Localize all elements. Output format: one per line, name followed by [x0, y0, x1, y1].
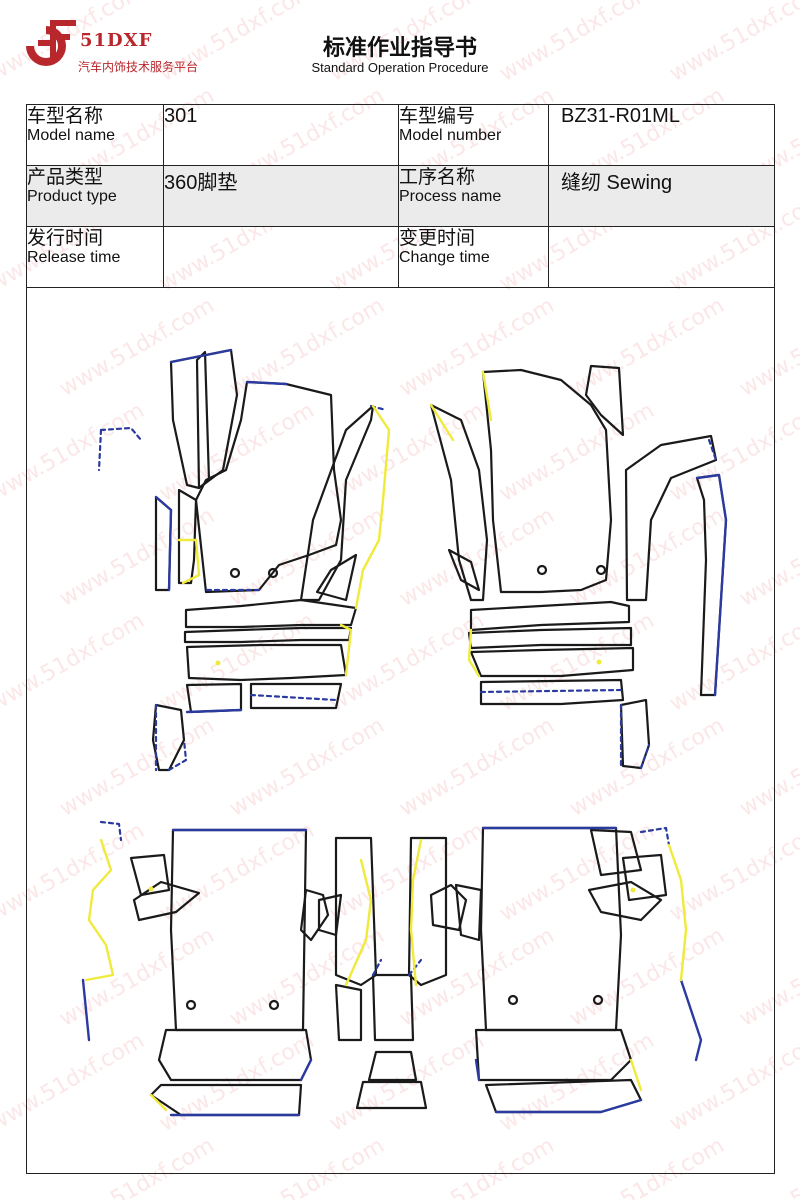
info-row: 发行时间 Release time 变更时间 Change time: [26, 226, 775, 288]
page-title: 标准作业指导书: [322, 36, 477, 61]
change-time-label-cn: 变更时间: [399, 227, 476, 249]
product-type-label: 产品类型 Product type: [26, 165, 164, 227]
change-time-label-en: Change time: [399, 249, 490, 266]
info-table: 车型名称 Model name 301 车型编号 Model number BZ…: [26, 104, 775, 288]
model-name-label: 车型名称 Model name: [26, 104, 164, 166]
model-name-value: 301: [163, 104, 399, 166]
release-time-label-en: Release time: [27, 249, 121, 266]
model-number-label: 车型编号 Model number: [398, 104, 549, 166]
model-number-label-en: Model number: [399, 127, 502, 144]
info-row: 车型名称 Model name 301 车型编号 Model number BZ…: [26, 104, 775, 166]
change-time-value: [548, 226, 775, 288]
info-row: 产品类型 Product type 360脚垫 工序名称 Process nam…: [26, 165, 775, 227]
brand-logo-icon: [26, 20, 76, 66]
release-time-value: [163, 226, 399, 288]
page-header: 51DXF 汽车内饰技术服务平台 标准作业指导书 Standard Operat…: [0, 0, 800, 100]
process-name-label-cn: 工序名称: [399, 166, 476, 188]
process-name-label-en: Process name: [399, 188, 502, 205]
process-name-value: 缝纫 Sewing: [548, 165, 775, 227]
release-time-label: 发行时间 Release time: [26, 226, 164, 288]
brand-tagline: 汽车内饰技术服务平台: [78, 60, 199, 74]
page-subtitle: Standard Operation Procedure: [311, 60, 489, 75]
product-type-value: 360脚垫: [163, 165, 399, 227]
model-number-label-cn: 车型编号: [399, 105, 476, 127]
process-name-label: 工序名称 Process name: [398, 165, 549, 227]
model-name-label-cn: 车型名称: [27, 105, 104, 127]
floor-mat-pattern-icon: [81, 348, 728, 1117]
product-type-label-en: Product type: [27, 188, 117, 205]
pattern-diagram-area: [26, 287, 775, 1174]
change-time-label: 变更时间 Change time: [398, 226, 549, 288]
product-type-label-cn: 产品类型: [27, 166, 104, 188]
model-number-value: BZ31-R01ML: [548, 104, 775, 166]
release-time-label-cn: 发行时间: [27, 227, 104, 249]
model-name-label-en: Model name: [27, 127, 116, 144]
brand-name: 51DXF: [80, 30, 153, 51]
